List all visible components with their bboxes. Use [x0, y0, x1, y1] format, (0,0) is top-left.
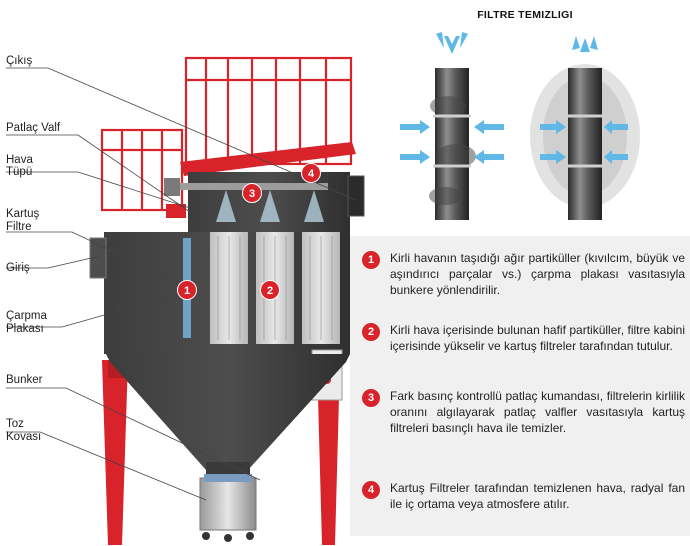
outlet-duct: [347, 175, 365, 217]
marker-4: 4: [301, 163, 321, 183]
leader-lines: [6, 67, 357, 501]
description-text: Kirli havanın taşıdığı ağır partiküller …: [390, 251, 685, 297]
roof-plate: [180, 142, 356, 176]
label-kartus-2: Filtre: [6, 221, 32, 233]
filter-cleaning-illustration: [390, 26, 650, 226]
label-carpma-1: Çarpma: [6, 310, 47, 322]
airflow-arrows: [400, 32, 628, 164]
description-number: 2: [362, 323, 380, 341]
label-toz-2: Kovası: [6, 431, 42, 443]
description-number: 3: [362, 389, 380, 407]
right-filter-tube: [568, 68, 602, 220]
description-text: Kirli hava içerisinde bulunan hafif part…: [390, 323, 685, 353]
marker-3: 3: [242, 183, 262, 203]
label-giris: Giriş: [6, 262, 30, 274]
side-railing: [100, 128, 184, 212]
label-hava-2: Tüpü: [6, 166, 33, 178]
description-text: Kartuş Filtreler tarafından temizlenen h…: [390, 481, 685, 511]
label-cikis: Çıkış: [6, 55, 33, 67]
marker-1: 1: [177, 280, 197, 300]
label-toz-1: Toz: [6, 418, 24, 430]
top-railing: [184, 56, 353, 166]
bunker-hopper: [106, 354, 350, 470]
marker-2: 2: [260, 280, 280, 300]
air-jets: [216, 190, 324, 222]
label-bunker: Bunker: [6, 374, 43, 386]
label-carpma-2: Plakası: [6, 323, 44, 335]
description-text: Fark basınç kontrollü patlaç kumandası, …: [390, 389, 685, 435]
label-hava-1: Hava: [6, 154, 33, 166]
label-kartus-1: Kartuş: [6, 208, 40, 220]
description-number: 1: [362, 251, 380, 269]
label-patlac-valf: Patlaç Valf: [6, 122, 61, 134]
filter-cleaning-title: FILTRE TEMIZLIGI: [477, 9, 573, 21]
description-panel: 1 Kirli havanın taşıdığı ağır partikülle…: [350, 236, 690, 536]
description-number: 4: [362, 481, 380, 499]
dust-bin: [199, 477, 257, 531]
pulse-valve-box: [166, 204, 186, 218]
